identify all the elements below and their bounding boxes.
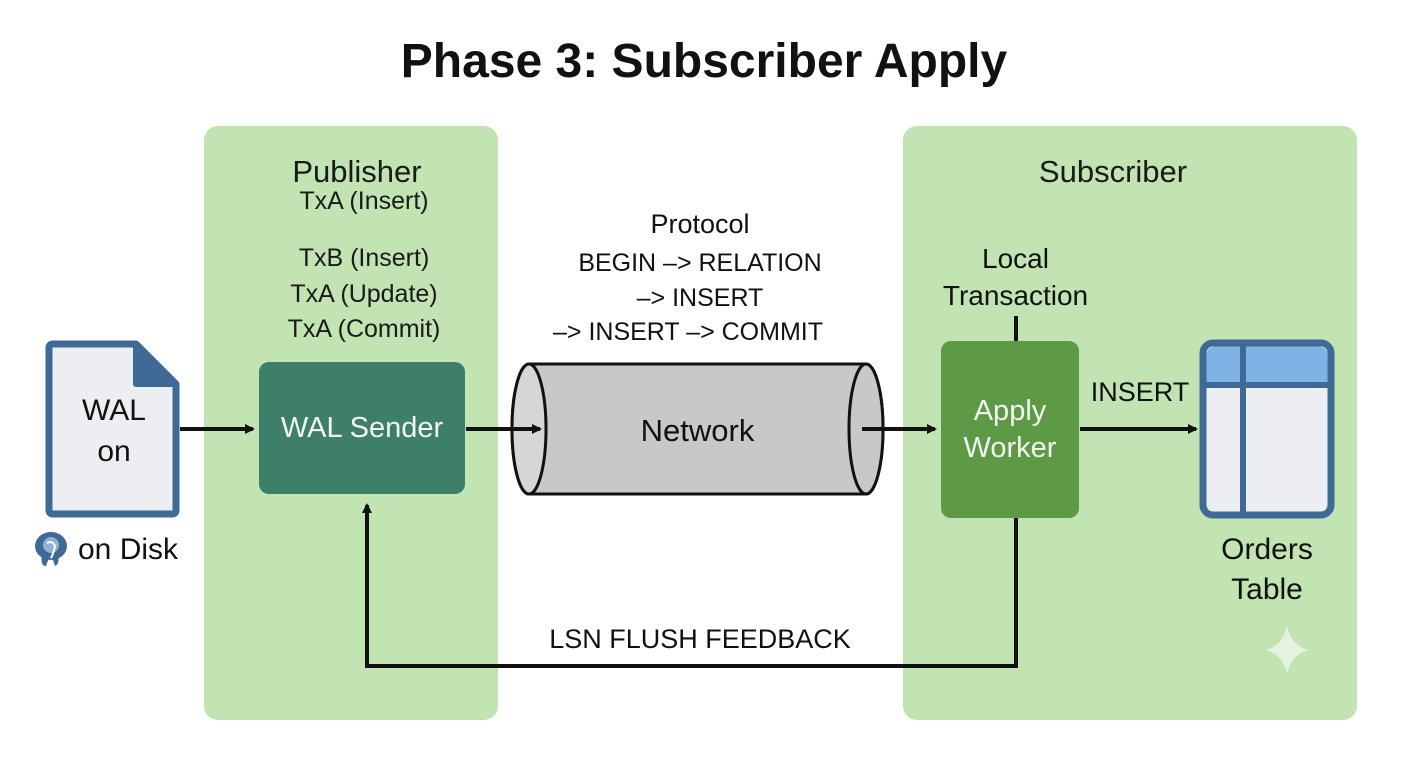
protocol-line-3: –> INSERT –> COMMIT <box>553 318 823 346</box>
diagram-title: Phase 3: Subscriber Apply <box>400 35 1008 88</box>
tx-item-4: TxA (Commit) <box>287 315 441 343</box>
protocol-title: Protocol <box>650 209 750 239</box>
arrow-lsn-feedback <box>362 503 1018 668</box>
tx-item-2: TxB (Insert) <box>298 244 430 272</box>
wal-file-label-line1: WAL <box>82 394 146 427</box>
wal-file-label-line2: on <box>97 435 131 468</box>
insert-label: INSERT <box>1090 377 1190 407</box>
table-icon <box>1199 339 1335 519</box>
publisher-title: Publisher <box>292 154 422 189</box>
lsn-feedback-label: LSN FLUSH FEEDBACK <box>549 624 851 654</box>
sparkle-icon <box>1266 626 1308 674</box>
wal-sender-box: WAL Sender <box>259 362 465 494</box>
network-pipe <box>510 362 885 496</box>
postgres-elephant-icon <box>35 532 67 566</box>
wal-sender-label: WAL Sender <box>280 411 444 444</box>
orders-table-label-line2: Table <box>1231 573 1303 606</box>
apply-worker-label-line1: Apply <box>973 394 1047 427</box>
apply-worker-label-line2: Worker <box>963 431 1057 464</box>
orders-table-label-line1: Orders <box>1221 533 1313 566</box>
protocol-line-1: BEGIN –> RELATION <box>578 249 822 277</box>
protocol-line-2: –> INSERT <box>636 284 764 312</box>
network-label: Network <box>640 413 755 448</box>
wal-file-icon <box>45 340 180 518</box>
subscriber-title: Subscriber <box>1038 154 1188 189</box>
tx-item-1: TxA (Insert) <box>299 187 429 215</box>
local-transaction-label-line2: Transaction <box>942 280 1089 311</box>
tx-item-3: TxA (Update) <box>290 280 438 308</box>
apply-worker-box: Apply Worker <box>941 341 1079 518</box>
local-transaction-label-line1: Local <box>982 243 1049 274</box>
wal-file-caption: on Disk <box>78 533 179 566</box>
